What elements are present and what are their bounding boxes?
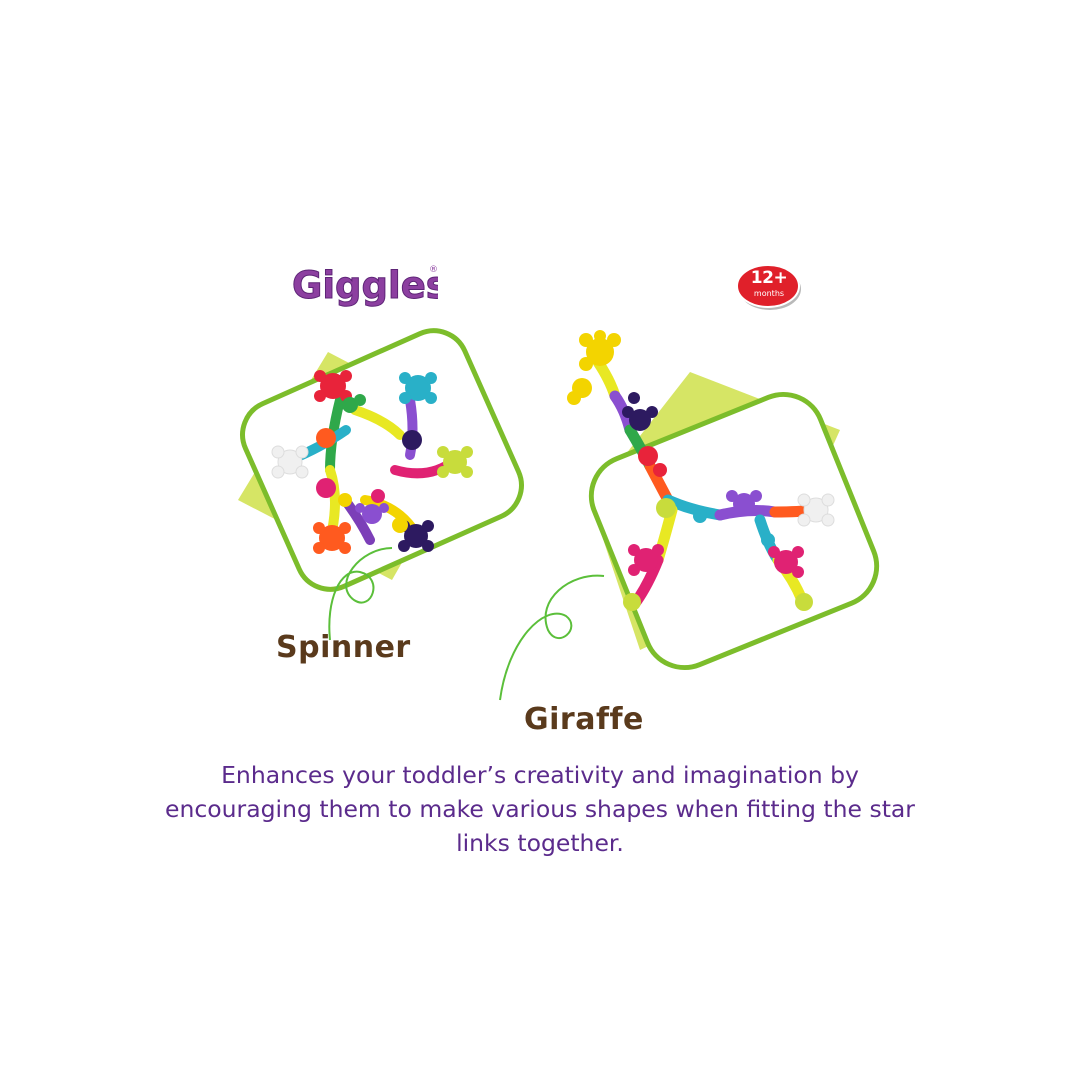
spinner-card-frame bbox=[238, 328, 524, 592]
age-value: 12+ bbox=[750, 268, 788, 288]
age-unit: months bbox=[753, 289, 785, 298]
spinner-pointer bbox=[328, 547, 393, 641]
giraffe-pointer bbox=[499, 574, 605, 701]
spinner-toy bbox=[271, 370, 473, 554]
product-description: Enhances your toddler’s creativity and i… bbox=[165, 761, 915, 857]
giraffe-toy bbox=[567, 330, 835, 611]
brand-logo: Giggles Giggles ® bbox=[286, 256, 452, 322]
brand-name: Giggles bbox=[292, 264, 438, 307]
spinner-label: Spinner bbox=[276, 630, 411, 665]
age-badge: 12+ months bbox=[734, 262, 804, 312]
trademark-mark: ® bbox=[429, 265, 438, 275]
giraffe-label: Giraffe bbox=[524, 702, 644, 737]
svg-text:Giggles: Giggles bbox=[292, 264, 438, 307]
